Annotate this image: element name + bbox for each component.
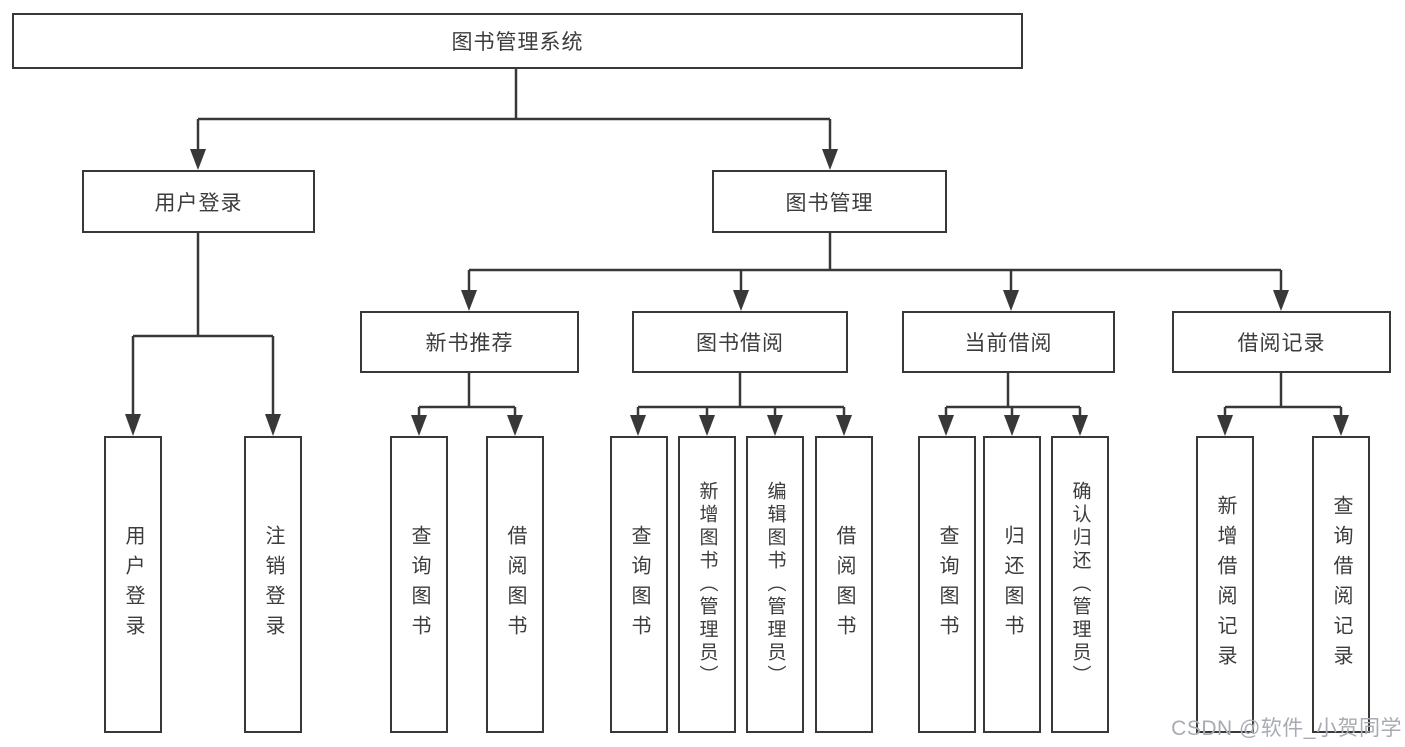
node-book-management: 图书管理 bbox=[712, 170, 947, 233]
node-logout-action: 注销登录 bbox=[244, 436, 302, 733]
node-user-login-action-label: 用户登录 bbox=[122, 524, 144, 645]
node-current-confirm-return-admin-label: 确认归还（管理员） bbox=[1069, 481, 1091, 688]
node-borrow-borrow-books: 借阅图书 bbox=[815, 436, 873, 733]
node-logout-action-label: 注销登录 bbox=[262, 524, 284, 645]
node-records-query-record-label: 查询借阅记录 bbox=[1330, 494, 1352, 675]
node-current-borrow-label: 当前借阅 bbox=[964, 332, 1053, 355]
node-root-label: 图书管理系统 bbox=[451, 31, 584, 54]
node-user-login: 用户登录 bbox=[82, 170, 315, 233]
node-root-system: 图书管理系统 bbox=[12, 13, 1023, 69]
node-current-return-books-label: 归还图书 bbox=[1001, 524, 1023, 645]
csdn-watermark: CSDN @软件_小贺同学 bbox=[1171, 717, 1402, 740]
node-new-book-recommend: 新书推荐 bbox=[360, 311, 579, 373]
node-borrow-edit-books-admin: 编辑图书（管理员） bbox=[746, 436, 804, 733]
node-records-add-record-label: 新增借阅记录 bbox=[1214, 494, 1236, 675]
node-user-login-label: 用户登录 bbox=[154, 191, 243, 215]
node-borrow-records-label: 借阅记录 bbox=[1237, 332, 1326, 355]
arrowhead-icons bbox=[125, 149, 1349, 436]
node-current-confirm-return-admin: 确认归还（管理员） bbox=[1051, 436, 1109, 733]
node-current-query-books: 查询图书 bbox=[918, 436, 976, 733]
node-recommend-query-books-label: 查询图书 bbox=[408, 524, 430, 645]
node-borrow-add-books-admin-label: 新增图书（管理员） bbox=[696, 481, 718, 688]
node-current-return-books: 归还图书 bbox=[983, 436, 1041, 733]
node-records-query-record: 查询借阅记录 bbox=[1312, 436, 1370, 733]
node-borrow-edit-books-admin-label: 编辑图书（管理员） bbox=[764, 481, 786, 688]
node-user-login-action: 用户登录 bbox=[104, 436, 162, 733]
node-records-add-record: 新增借阅记录 bbox=[1196, 436, 1254, 733]
node-borrow-borrow-books-label: 借阅图书 bbox=[833, 524, 855, 645]
node-recommend-borrow-books: 借阅图书 bbox=[486, 436, 544, 733]
node-book-borrow: 图书借阅 bbox=[632, 311, 848, 373]
node-current-query-books-label: 查询图书 bbox=[936, 524, 958, 645]
node-book-borrow-label: 图书借阅 bbox=[696, 332, 784, 355]
node-borrow-query-books-label: 查询图书 bbox=[628, 524, 650, 645]
node-new-book-recommend-label: 新书推荐 bbox=[425, 332, 514, 355]
node-recommend-query-books: 查询图书 bbox=[390, 436, 448, 733]
node-borrow-add-books-admin: 新增图书（管理员） bbox=[678, 436, 736, 733]
node-book-management-label: 图书管理 bbox=[785, 191, 874, 215]
node-borrow-records: 借阅记录 bbox=[1172, 311, 1391, 373]
node-recommend-borrow-books-label: 借阅图书 bbox=[504, 524, 526, 645]
node-current-borrow: 当前借阅 bbox=[902, 311, 1115, 373]
node-borrow-query-books: 查询图书 bbox=[610, 436, 668, 733]
